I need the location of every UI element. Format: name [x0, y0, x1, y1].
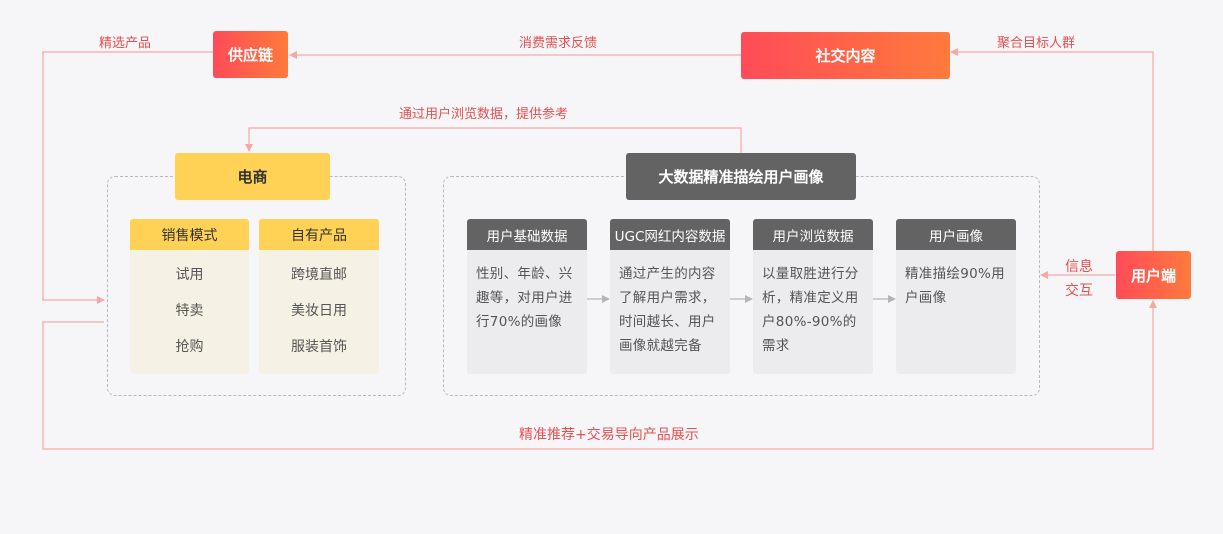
- data-card: 用户基础数据 性别、年龄、兴趣等，对用户进行70%的画像: [467, 219, 587, 374]
- sales-mode-column: 销售模式 试用 特卖 抢购: [130, 219, 249, 374]
- label-consumer-feedback: 消费需求反馈: [519, 36, 598, 51]
- user-end-box: 用户端: [1116, 251, 1191, 299]
- bigdata-title: 大数据精准描绘用户画像: [626, 153, 856, 200]
- data-card: 用户画像 精准描绘90%用户画像: [896, 219, 1016, 374]
- own-products-column: 自有产品 跨境直邮 美妆日用 服装首饰: [259, 219, 379, 374]
- data-card-body: 性别、年龄、兴趣等，对用户进行70%的画像: [476, 266, 573, 330]
- label-aggregate-audience: 聚合目标人群: [997, 36, 1076, 51]
- own-products-item: 跨境直邮: [291, 267, 347, 283]
- label-interaction: 交互: [1065, 283, 1093, 299]
- data-card: UGC网红内容数据 通过产生的内容了解用户需求，时间越长、用户画像就越完备: [610, 219, 730, 374]
- data-card-body: 以量取胜进行分析，精准定义用户80%-90%的需求: [762, 266, 859, 354]
- label-info: 信息: [1065, 259, 1093, 275]
- data-card-header: UGC网红内容数据: [610, 219, 730, 250]
- data-card: 用户浏览数据 以量取胜进行分析，精准定义用户80%-90%的需求: [753, 219, 873, 374]
- sales-mode-item: 特卖: [175, 303, 204, 319]
- sales-mode-item: 试用: [175, 267, 204, 283]
- data-card-header: 用户浏览数据: [753, 219, 873, 250]
- data-card-header: 用户基础数据: [467, 219, 587, 250]
- own-products-item: 美妆日用: [291, 303, 347, 319]
- arrow-ecommerce-to-user: [42, 300, 1157, 450]
- ecommerce-title: 电商: [175, 153, 330, 200]
- label-recommend: 精准推荐+交易导向产品展示: [519, 427, 699, 443]
- arrow-bigdata-to-ecommerce: [245, 127, 742, 153]
- social-content-box: 社交内容: [741, 32, 950, 79]
- arrow-supply-to-ecommerce: [42, 51, 213, 304]
- own-products-item: 服装首饰: [291, 339, 347, 355]
- label-browse-reference: 通过用户浏览数据，提供参考: [399, 107, 569, 122]
- supply-chain-box: 供应链: [213, 31, 288, 78]
- label-select-products: 精选产品: [99, 36, 152, 51]
- data-card-body: 精准描绘90%用户画像: [905, 266, 1005, 306]
- data-card-header: 用户画像: [896, 219, 1016, 250]
- arrow-user-to-social: [950, 48, 1154, 251]
- sales-mode-item: 抢购: [175, 339, 204, 355]
- own-products-header: 自有产品: [259, 219, 379, 250]
- sales-mode-header: 销售模式: [130, 219, 249, 250]
- data-card-body: 通过产生的内容了解用户需求，时间越长、用户画像就越完备: [619, 266, 716, 354]
